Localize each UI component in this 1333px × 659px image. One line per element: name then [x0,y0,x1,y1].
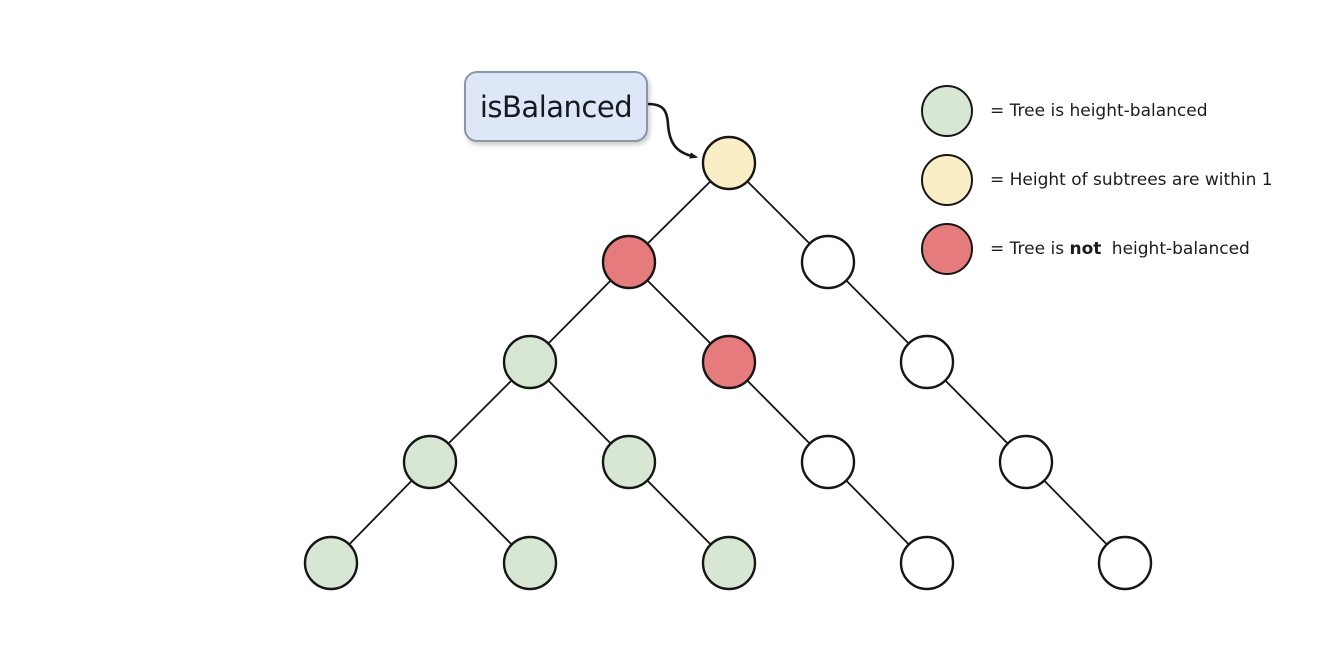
legend-item-yellow: = Height of subtrees are within 1 [921,154,1273,206]
legend-item-red: = Tree is not height-balanced [921,223,1273,275]
legend: = Tree is height-balanced = Height of sub… [921,85,1273,292]
legend-circle-green [921,85,973,137]
legend-item-green: = Tree is height-balanced [921,85,1273,137]
tree-node-r-white [800,234,856,290]
tree-node-lllr-green [502,535,558,591]
tree-node-rrrr-white [1097,535,1153,591]
tree-node-l-red [601,234,657,290]
isbalanced-label: isBalanced [479,89,633,124]
tree-node-llr-green [601,434,657,490]
tree-node-rrr-white [998,434,1054,490]
tree-node-lr-red [701,334,757,390]
tree-node-root-yellow [701,135,757,191]
legend-label-part: = Tree is height-balanced [990,101,1208,121]
legend-circle-yellow [921,154,973,206]
legend-circle-red [921,223,973,275]
tree-nodes [303,135,1153,591]
legend-label-part: = Height of subtrees are within 1 [990,170,1273,190]
tree-node-rr-white [899,334,955,390]
legend-label-part: height-balanced [1106,239,1250,259]
legend-item-label: = Tree is height-balanced [990,101,1208,121]
tree-node-lll-green [402,434,458,490]
tree-node-lrrr-white [899,535,955,591]
tree-node-llll-green [303,535,359,591]
tree-node-lrr-white [800,434,856,490]
legend-item-label: = Height of subtrees are within 1 [990,170,1273,190]
tree-node-llrr-green [701,535,757,591]
legend-label-part: = Tree is [990,239,1070,259]
legend-item-label: = Tree is not height-balanced [990,239,1250,259]
label-arrow [646,102,699,159]
legend-label-bold-part: not [1069,239,1102,259]
isbalanced-label-box: isBalanced [464,71,648,142]
tree-node-ll-green [502,334,558,390]
